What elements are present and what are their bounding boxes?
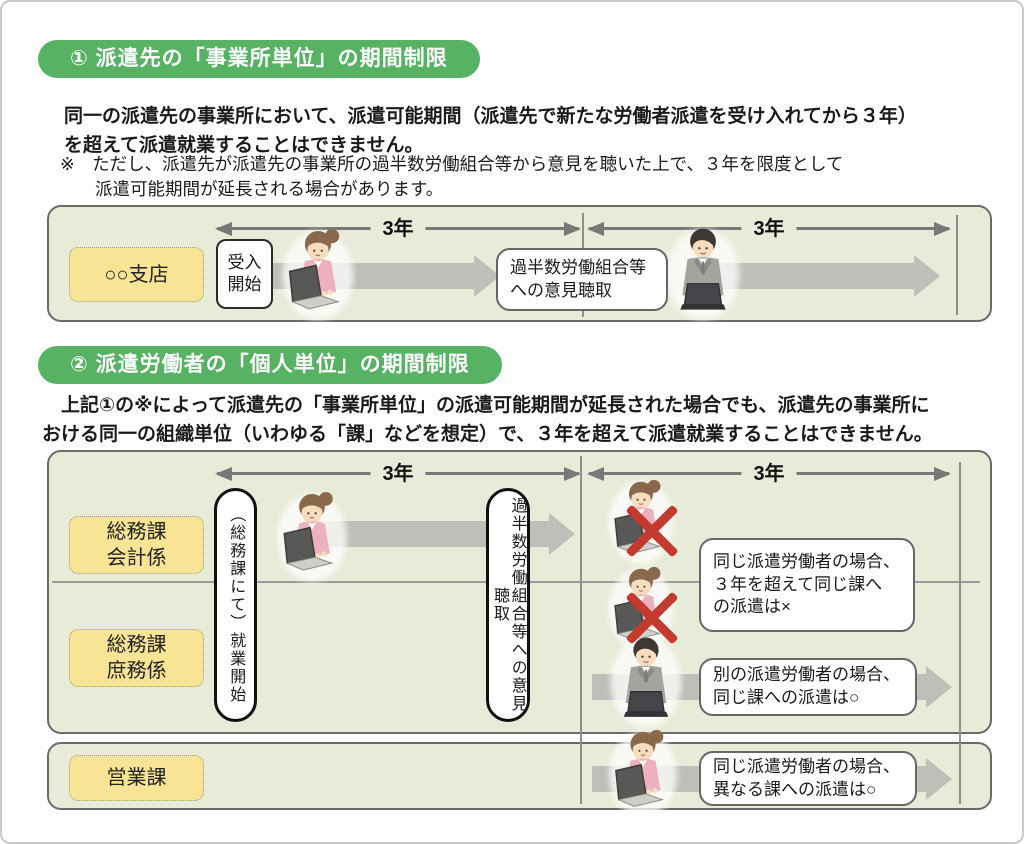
dept-general-affairs-box: 総務課 庶務係	[69, 629, 204, 687]
establishment-unit-diagram: 3年 3年 ○○支店 受入 開始 過半数労働組合等 への意見聴取	[47, 205, 992, 322]
male-worker-illustration	[659, 225, 747, 323]
section2-header: ② 派遣労働者の「個人単位」の期間制限	[38, 346, 502, 384]
period-arrow-right: 3年	[589, 217, 949, 240]
period-label: 3年	[370, 217, 426, 240]
dept-accounting-box: 総務課 会計係	[69, 516, 204, 574]
work-start-capsule: （総務課にて）就業開始	[214, 488, 257, 722]
period-end-line	[959, 462, 961, 804]
hearing-capsule: 過半数労働組合等への意見聴取	[486, 488, 530, 722]
period-label: 3年	[741, 462, 797, 485]
branch-office-box: ○○支店	[69, 247, 204, 302]
female-worker-illustration	[269, 490, 355, 584]
dept-sales-box: 営業課	[69, 755, 204, 801]
section2-body-text: 上記①の※によって派遣先の「事業所単位」の派遣可能期間が延長された場合でも、派遣…	[42, 395, 933, 445]
case-other-worker-same-section-box: 別の派遣労働者の場合、 同じ課への派遣は○	[699, 658, 917, 716]
sales-department-panel: 営業課 同じ派遣労働者の場合、 異なる課への派遣は○	[47, 742, 992, 810]
prohibited-cross-icon	[621, 587, 683, 649]
period-arrow-left: 3年	[217, 217, 579, 240]
period-label: 3年	[741, 217, 797, 240]
prohibited-cross-icon	[621, 500, 683, 562]
case-same-worker-other-section-box: 同じ派遣労働者の場合、 異なる課への派遣は○	[699, 751, 917, 806]
female-worker-illustration	[274, 227, 362, 323]
section1-header: ① 派遣先の「事業所単位」の期間制限	[38, 40, 480, 78]
period-arrow-left: 3年	[217, 462, 579, 485]
hearing-box: 過半数労働組合等 への意見聴取	[496, 248, 668, 311]
period-divider-line	[580, 456, 582, 804]
section1-note-text: ※ ただし、派遣先が派遣先の事業所の過半数労働組合等から意見を聴いた上で、３年を…	[60, 154, 844, 200]
section1-body-text: 同一の派遣先の事業所において、派遣可能期間（派遣先で新たな労働者派遣を受け入れて…	[64, 106, 917, 156]
case-same-worker-same-section-box: 同じ派遣労働者の場合、 ３年を超えて同じ課へ の派遣は×	[699, 538, 915, 632]
individual-unit-diagram: 3年 3年 総務課 会計係 総務課 庶務係 （総務課にて）就業開始 過半数労働組…	[47, 450, 992, 734]
period-label: 3年	[370, 462, 426, 485]
female-worker-illustration	[601, 728, 685, 820]
period-arrow-right: 3年	[589, 462, 949, 485]
accept-start-box: 受入 開始	[216, 239, 273, 309]
period-end-line	[956, 215, 958, 315]
